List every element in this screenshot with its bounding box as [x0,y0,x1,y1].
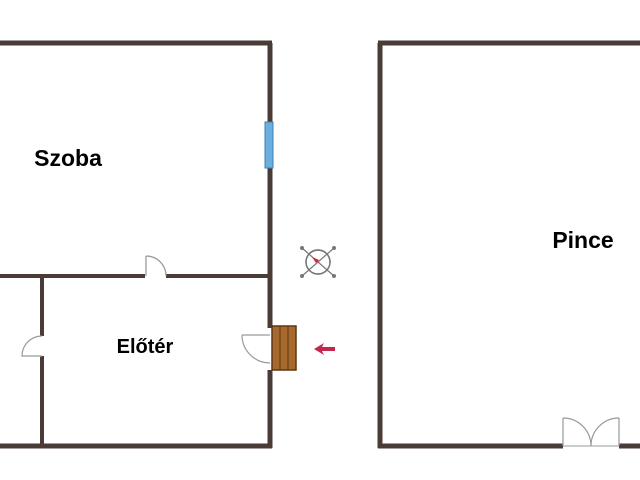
room-label-eloter: Előtér [117,336,174,358]
room-label-szoba: Szoba [34,145,102,171]
door-side-room [21,335,43,359]
window [264,121,274,169]
entrance-arrow-icon [314,343,335,355]
door-pince [562,417,620,447]
door-szoba [145,255,167,277]
entrance-stairs [271,325,297,371]
door-entrance [241,334,271,364]
building-right: Pince [377,40,640,449]
room-label-pince: Pince [552,227,613,253]
building-left: Szoba Előtér [0,40,297,449]
compass-icon [300,246,336,278]
